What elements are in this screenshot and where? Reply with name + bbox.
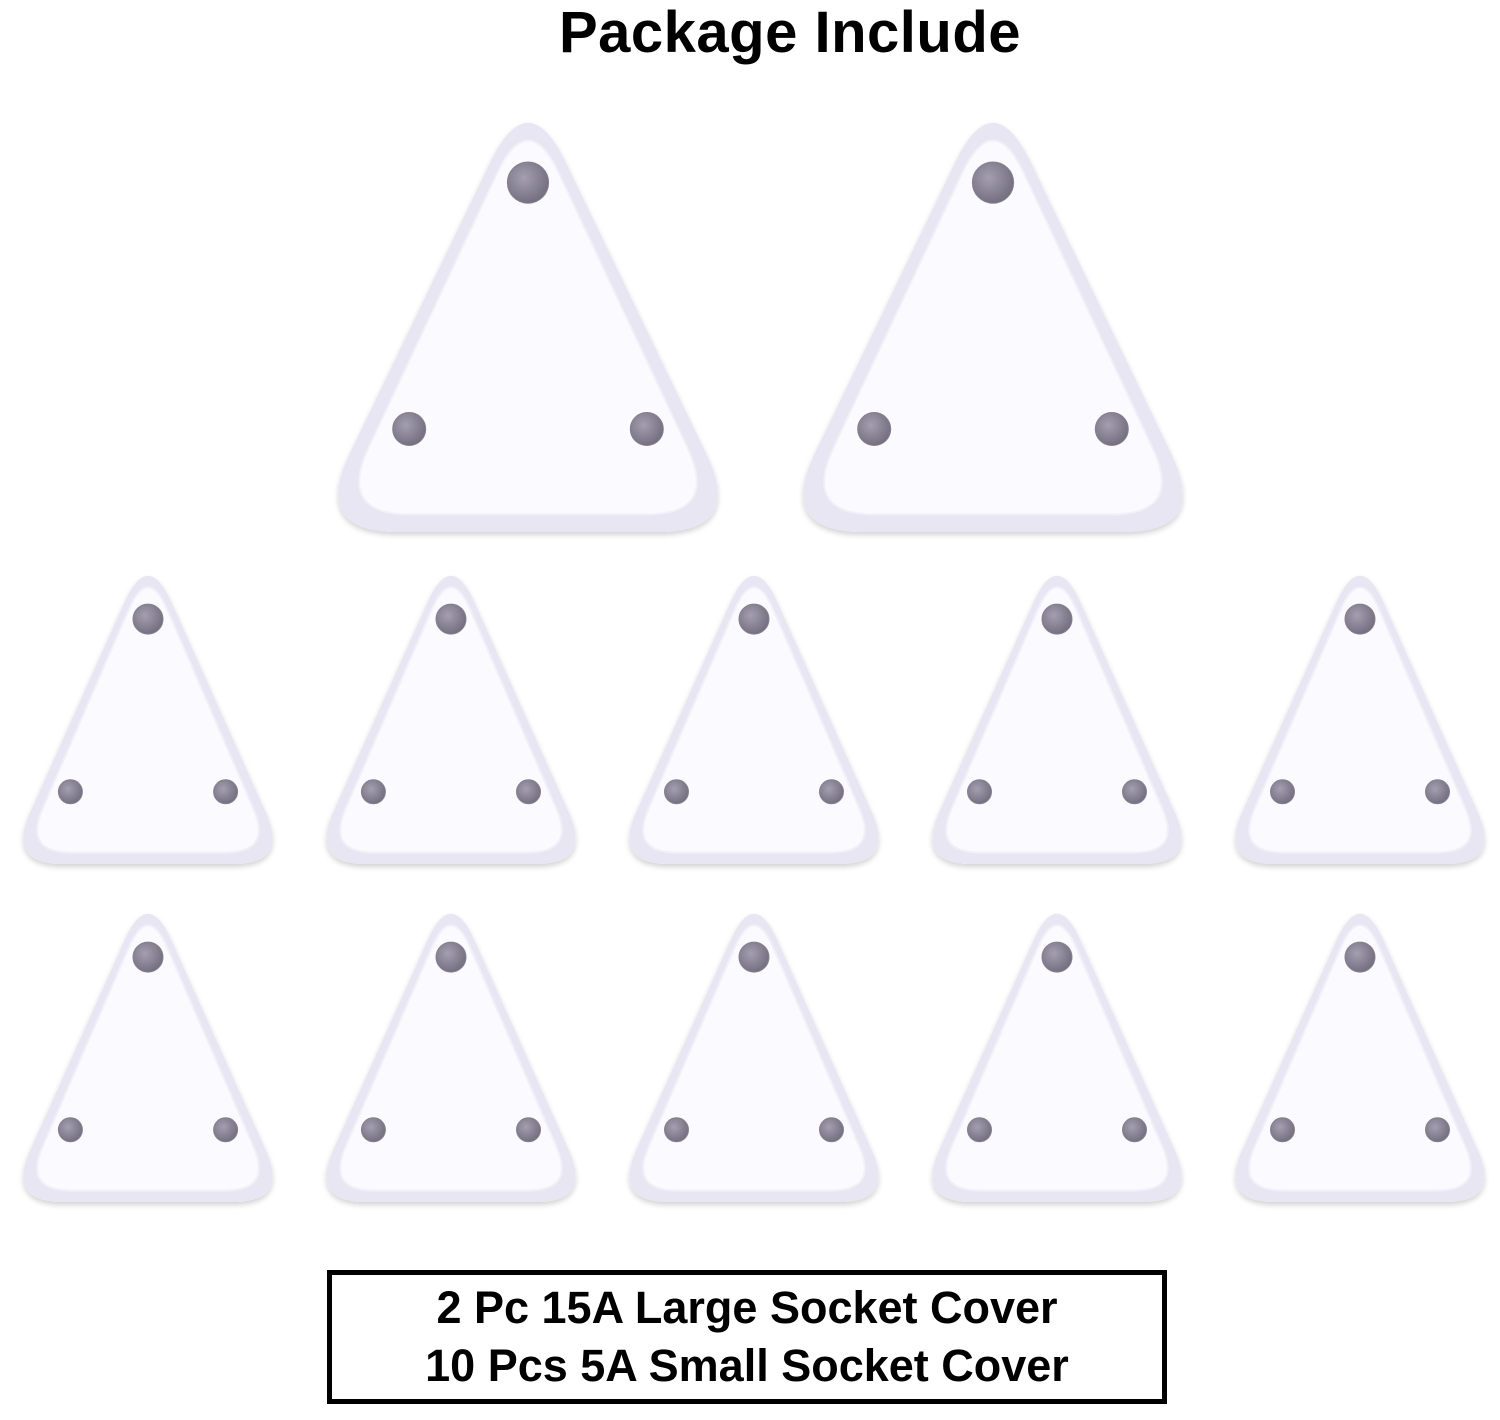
earth-pin-plug [738,941,770,973]
live-pin-plug [967,779,992,805]
small-socket-cover [326,575,576,864]
large-socket-cover [338,122,718,533]
cover-face [1248,586,1472,854]
live-pin-plug [1425,779,1450,805]
live-pin-plug [516,779,541,805]
live-pin-plug [57,1117,83,1143]
small-socket-cover [1235,575,1485,864]
small-socket-cover [23,913,273,1202]
earth-pin-plug [1041,941,1073,973]
small-socket-cover [629,575,879,864]
earth-pin-plug [435,603,467,635]
live-pin-plug [516,1117,541,1143]
cover-face [642,924,866,1192]
live-pin-plug [629,412,664,446]
small-cover-count-label: 10 Pcs 5A Small Socket Cover [425,1340,1069,1391]
earth-pin-plug [738,603,770,635]
live-pin-plug [1270,779,1295,805]
large-cover-count-label: 2 Pc 15A Large Socket Cover [436,1282,1058,1333]
earth-pin-plug [1344,603,1376,635]
small-socket-cover [932,913,1182,1202]
live-pin-plug [213,1117,239,1143]
live-pin-plug [857,412,892,446]
live-pin-plug [1270,1117,1295,1143]
small-socket-cover [1235,913,1485,1202]
live-pin-plug [819,779,844,805]
live-pin-plug [1425,1117,1450,1143]
live-pin-plug [664,779,689,805]
live-pin-plug [392,412,427,446]
earth-pin-plug [435,941,467,973]
live-pin-plug [1122,1117,1147,1143]
live-pin-plug [1122,779,1147,805]
live-pin-plug [967,1117,992,1143]
earth-pin-plug [1344,941,1376,973]
cover-face [945,586,1169,854]
live-pin-plug [1094,412,1129,446]
earth-pin-plug [1041,603,1073,635]
small-socket-cover [629,913,879,1202]
live-pin-plug [360,1117,386,1143]
cover-face [358,139,698,516]
cover-face [945,924,1169,1192]
cover-face [1248,924,1472,1192]
small-socket-cover [932,575,1182,864]
live-pin-plug [664,1117,689,1143]
package-contents-box: 2 Pc 15A Large Socket Cover 10 Pcs 5A Sm… [327,1270,1167,1404]
large-socket-cover [803,122,1183,533]
live-pin-plug [57,779,83,805]
package-include-heading: Package Include [558,0,1022,65]
earth-pin-plug [132,941,164,973]
cover-face [339,924,563,1192]
small-socket-cover [326,913,576,1202]
cover-face [36,586,260,854]
cover-face [339,586,563,854]
cover-face [642,586,866,854]
earth-pin-plug [506,161,550,204]
small-socket-cover [23,575,273,864]
cover-face [36,924,260,1192]
live-pin-plug [360,779,386,805]
cover-face [823,139,1163,516]
live-pin-plug [819,1117,844,1143]
live-pin-plug [213,779,239,805]
earth-pin-plug [132,603,164,635]
earth-pin-plug [971,161,1015,204]
